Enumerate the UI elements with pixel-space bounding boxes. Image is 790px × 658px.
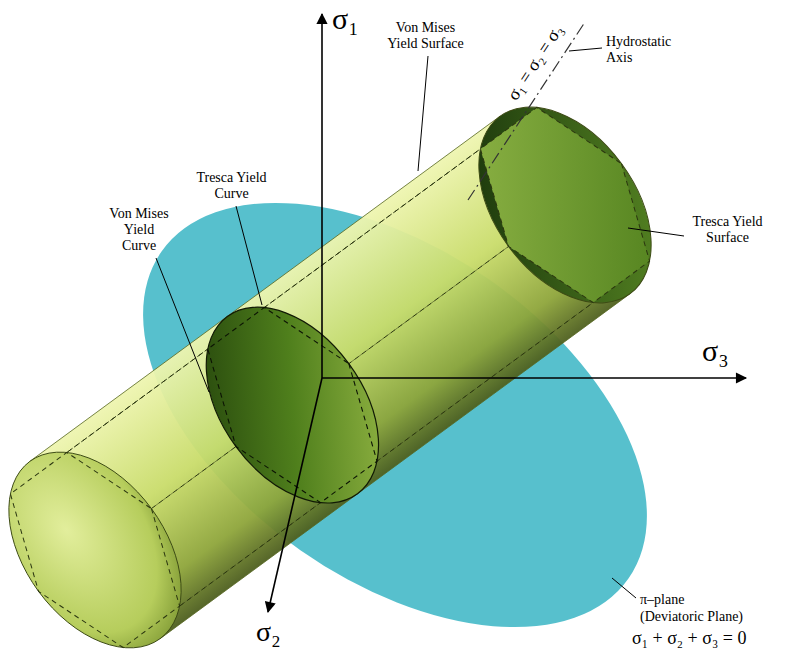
hydrostatic-axis (468, 22, 585, 200)
label-text: σ₃ (702, 334, 729, 369)
surface-label: Tresca Yield Surface (688, 214, 767, 246)
label-text: Von Mises Yield Curve (108, 206, 170, 254)
leader-line (418, 56, 428, 171)
yield-curves-section (171, 275, 414, 535)
leader-lines (156, 48, 684, 598)
leader-line (612, 578, 636, 598)
label-text: Von Mises Yield Surface (386, 20, 465, 52)
plane-equation: σ₁ + σ₂ + σ₃ = 0 (632, 628, 746, 649)
axis-label: σ₃ (702, 334, 729, 369)
label-text: Hydrostatic Axis (606, 34, 674, 66)
axis-label: Hydrostatic Axis (606, 34, 674, 66)
sigma3-axis (322, 377, 746, 379)
leader-line (156, 258, 209, 392)
cap-ellipse (443, 75, 686, 335)
tresca-curve (180, 287, 406, 523)
label-text: σ₁ + σ₂ + σ₃ = 0 (632, 628, 746, 649)
plane-label: π–plane (640, 592, 684, 608)
label-text: Tresca Yield Curve (196, 170, 267, 202)
label-text: σ₂ (256, 616, 281, 648)
near-cap (0, 420, 217, 658)
surface-label: Von Mises Yield Surface (386, 20, 465, 52)
plane-label: (Deviatoric Plane) (640, 609, 743, 625)
tresca-hexagon (0, 432, 208, 658)
axis-equation: σ₁ = σ₂ = σ₃ (503, 20, 568, 103)
cap-ellipse (0, 420, 217, 658)
label-text: π–plane (640, 592, 684, 608)
label-text: (Deviatoric Plane) (640, 609, 743, 625)
leader-line (569, 48, 602, 51)
von-mises-curve (171, 275, 414, 535)
axis-label: σ₂ (256, 616, 281, 648)
far-cap (443, 75, 686, 335)
tresca-hexagon (452, 87, 678, 323)
curve-label: Von Mises Yield Curve (108, 206, 170, 254)
sigma1-axis (321, 14, 323, 378)
label-text: σ₁ = σ₂ = σ₃ (503, 20, 568, 103)
axis-label: σ₁ (332, 2, 359, 37)
label-text: σ₁ (332, 2, 359, 37)
sigma2-axis (268, 378, 322, 612)
leader-line (628, 228, 684, 236)
leader-line (236, 206, 262, 305)
label-text: Tresca Yield Surface (688, 214, 767, 246)
curve-label: Tresca Yield Curve (196, 170, 267, 202)
